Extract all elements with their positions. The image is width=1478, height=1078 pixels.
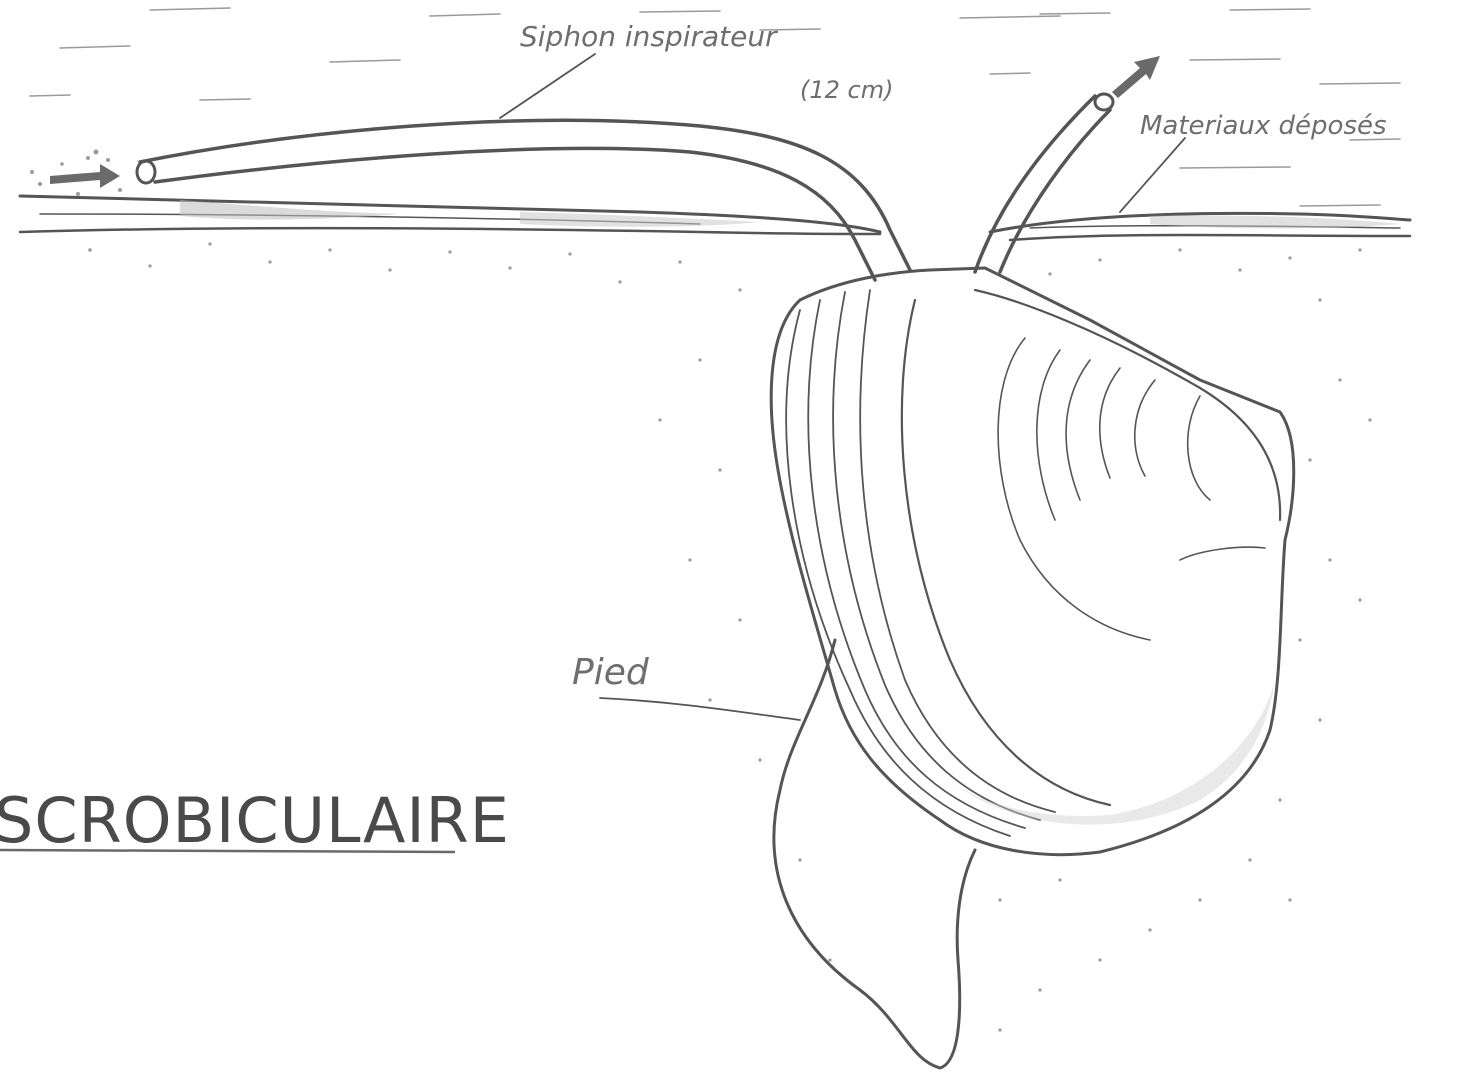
sediment-surface bbox=[20, 196, 1410, 240]
inflow-arrow-icon bbox=[30, 150, 122, 197]
diagram-title: SCROBICULAIRE bbox=[0, 784, 510, 857]
deposited-material-label: Materiaux déposés bbox=[1140, 111, 1387, 141]
exhalant-siphon bbox=[975, 94, 1113, 272]
inhalant-siphon-label: Siphon inspirateur bbox=[520, 20, 778, 53]
foot bbox=[774, 640, 975, 1068]
outflow-arrow-icon bbox=[1112, 56, 1160, 98]
shell bbox=[771, 268, 1294, 855]
foot-label: Pied bbox=[572, 652, 650, 693]
inhalant-siphon-length-label: (12 cm) bbox=[800, 76, 893, 104]
sediment-stipple bbox=[88, 242, 1371, 1031]
leader-lines bbox=[500, 54, 1185, 720]
inhalant-siphon bbox=[137, 120, 910, 280]
